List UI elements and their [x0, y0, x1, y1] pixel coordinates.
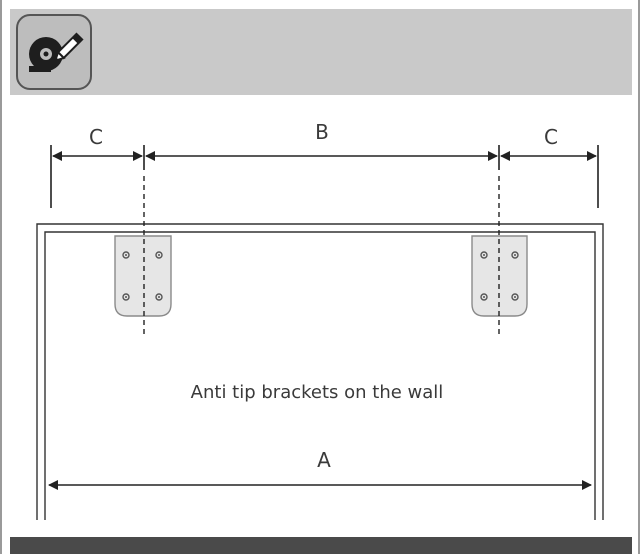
anti-tip-bracket-left	[114, 235, 172, 317]
label-b: B	[315, 120, 329, 144]
diagram-caption: Anti tip brackets on the wall	[191, 382, 444, 403]
label-c-left: C	[89, 125, 103, 149]
tape-measure-icon	[16, 14, 92, 90]
footer-band	[10, 537, 632, 554]
label-c-right: C	[544, 125, 558, 149]
label-a: A	[317, 448, 331, 472]
cabinet-outline	[36, 223, 604, 520]
header-band	[10, 9, 632, 95]
